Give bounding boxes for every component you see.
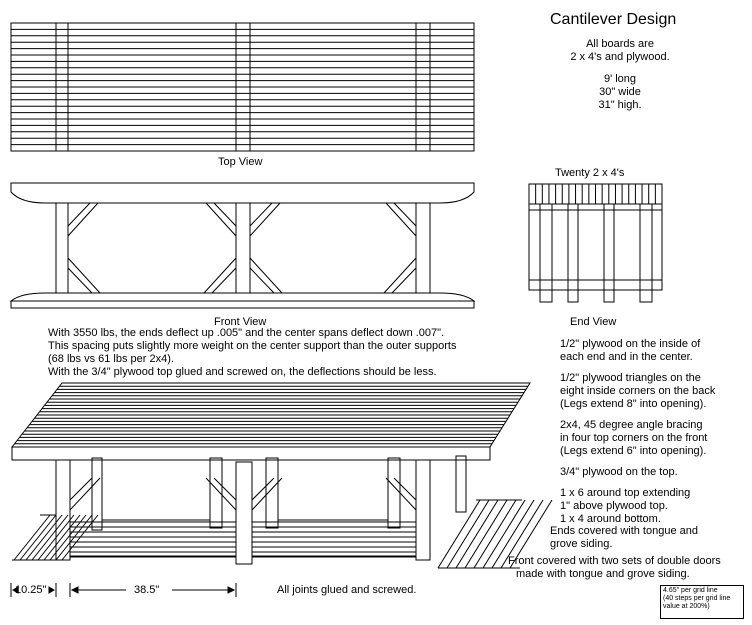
front-view-drawing: [9, 182, 476, 309]
bottom-slat-line: [482, 499, 526, 569]
bottom-slat-line: [491, 499, 535, 569]
scale-note-box: 4.65" per grid line (40 steps per grid l…: [660, 585, 744, 619]
note-line: 2x4, 45 degree angle bracing: [560, 419, 703, 431]
bottom-slats-center: [70, 521, 416, 558]
note-ends: Ends covered with tongue and grove sidin…: [550, 525, 698, 551]
spec-block: All boards are 2 x 4's and plywood. 9' l…: [560, 38, 680, 112]
bottom-slat-line: [19, 514, 57, 561]
note-line: 1 x 6 around top extending: [560, 487, 691, 499]
note-line: eight inside corners on the back: [560, 385, 716, 397]
paragraph-line: With the 3/4" plywood top glued and scre…: [48, 366, 437, 378]
note: 1/2" plywood triangles on the eight insi…: [560, 372, 715, 411]
note: 1 x 6 around top extending 1" above plyw…: [560, 487, 715, 526]
end-view-slats: [535, 184, 656, 204]
note-line: 1 x 4 around bottom.: [560, 513, 661, 525]
note-line: 3/4" plywood on the top.: [560, 466, 678, 478]
construction-notes: 1/2" plywood on the inside of each end a…: [560, 338, 715, 534]
top-view-label: Top View: [218, 156, 263, 168]
scale-note-line: (40 steps per grid line: [663, 595, 731, 602]
note-line: each end and in the center.: [560, 351, 693, 363]
paragraph-line: (68 lbs vs 61 lbs per 2x4).: [48, 353, 174, 365]
page-title: Cantilever Design: [550, 11, 677, 28]
bottom-slat-line: [500, 499, 544, 569]
spec-line: 9' long: [603, 73, 637, 85]
note: 1/2" plywood on the inside of each end a…: [560, 338, 715, 364]
note: 3/4" plywood on the top.: [560, 466, 715, 479]
dimension-end: 10.25": [15, 584, 47, 596]
bottom-slat-line: [455, 499, 499, 569]
spec-line: All boards are: [586, 38, 654, 50]
note-line: 1/2" plywood on the inside of: [560, 338, 701, 350]
bottom-slat-line: [473, 499, 517, 569]
note-line: Ends covered with tongue and: [550, 525, 698, 537]
bottom-slat-line: [446, 499, 490, 569]
dimension-lines: [10, 583, 237, 597]
bottom-slat-line: [13, 514, 51, 561]
bottom-slat-line: [437, 499, 481, 569]
spec-line: 2 x 4's and plywood.: [570, 51, 670, 63]
spec-line: 31" high.: [598, 99, 642, 111]
note-line: 1/2" plywood triangles on the: [560, 372, 701, 384]
paragraph-line: This spacing puts slightly more weight o…: [48, 340, 457, 352]
note-line: made with tongue and grove siding.: [516, 568, 690, 580]
dimension-span: 38.5": [134, 584, 160, 596]
top-slab-slats: [14, 385, 528, 445]
joints-note: All joints glued and screwed.: [277, 584, 417, 596]
twenty-label: Twenty 2 x 4's: [555, 167, 625, 179]
note-front: Front covered with two sets of double do…: [508, 555, 721, 581]
top-view-boards: [11, 28, 474, 146]
note-line: Front covered with two sets of double do…: [508, 555, 721, 567]
end-view-label: End View: [570, 316, 617, 328]
note-line: grove siding.: [550, 538, 613, 550]
scale-note-line: 4.65" per grid line: [663, 587, 718, 594]
bottom-slat-line: [31, 514, 69, 561]
note-line: (Legs extend 6" into opening).: [560, 445, 707, 457]
deflection-paragraph: With 3550 lbs, the ends deflect up .005"…: [48, 327, 456, 379]
perspective-drawing: [10, 382, 553, 569]
note-line: in four top corners on the front: [560, 432, 708, 444]
top-view-drawing: [10, 22, 475, 152]
front-view-label: Front View: [214, 316, 267, 328]
note-line: (Legs extend 8" into opening).: [560, 398, 707, 410]
scale-note-line: value at 200%): [663, 603, 710, 610]
bottom-slat-line: [464, 499, 508, 569]
end-view-drawing: [528, 183, 663, 303]
bottom-slats-right: [437, 499, 553, 569]
note-line: 1" above plywood top.: [560, 500, 668, 512]
spec-line: 30" wide: [599, 86, 641, 98]
note: 2x4, 45 degree angle bracing in four top…: [560, 419, 715, 458]
paragraph-line: With 3550 lbs, the ends deflect up .005"…: [48, 327, 445, 339]
bottom-slat-line: [509, 499, 553, 569]
